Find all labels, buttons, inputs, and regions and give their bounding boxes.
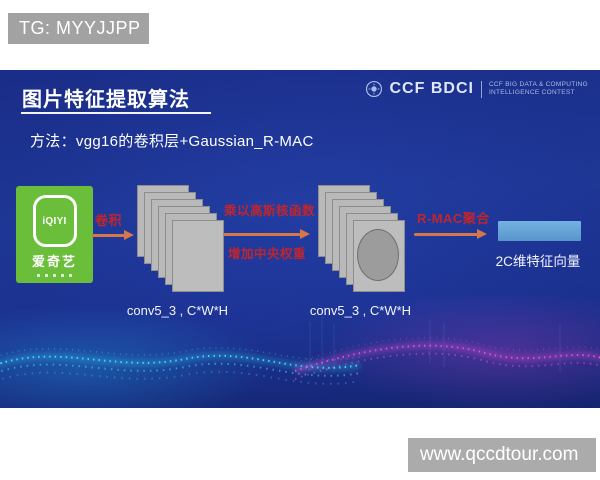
contest-name: CCF BIG DATA & COMPUTING INTELLIGENCE CO… (489, 81, 588, 97)
ccf-emblem-icon (365, 80, 382, 98)
feature-map-stack-1 (137, 185, 227, 295)
rmac-arrow-icon (414, 229, 487, 238)
rmac-arrow-label: R-MAC聚合 (417, 211, 490, 226)
iqiyi-logo: iQIYI 爱奇艺 (16, 186, 93, 283)
feature-vector-bar (498, 221, 581, 241)
iqiyi-fineprint (36, 274, 73, 277)
feature-map-stack-2 (318, 185, 408, 295)
title-underline (21, 112, 211, 114)
watermark-bottom-text: www.qccdtour.com (420, 444, 579, 465)
gauss-label-top: 乘以高斯核函数 (224, 204, 316, 218)
particle-wave-decoration (0, 317, 600, 385)
output-caption: 2C维特征向量 (495, 254, 581, 269)
stack2-caption: conv5_3 , C*W*H (309, 303, 412, 318)
slide-title: 图片特征提取算法 (22, 89, 190, 111)
gauss-arrow-icon (223, 229, 310, 238)
ccf-bdci-wordmark: CCF BDCI (389, 80, 474, 97)
gauss-label-bottom: 增加中央权重 (228, 247, 307, 261)
contest-line1: CCF BIG DATA & COMPUTING (488, 81, 588, 88)
contest-line2: INTELLIGENCE CONTEST (488, 89, 575, 96)
method-line: 方法：vgg16的卷积层+Gaussian_R-MAC (30, 133, 314, 150)
watermark-bottom-banner: www.qccdtour.com (408, 438, 596, 472)
header-logos: CCF BDCI CCF BIG DATA & COMPUTING INTELL… (365, 80, 589, 98)
watermark-top-text: TG: MYYJJPP (19, 18, 141, 38)
conv-arrow-label: 卷积 (95, 213, 123, 228)
presentation-slide: 图片特征提取算法 CCF BDCI CCF BIG DATA & COMPUTI… (0, 70, 600, 408)
gaussian-weight-ellipse (357, 229, 399, 281)
iqiyi-brand-text: iQIYI (42, 215, 67, 227)
watermark-top-banner: TG: MYYJJPP (8, 13, 149, 44)
feature-map-card (172, 220, 224, 292)
conv-arrow-icon (92, 230, 134, 239)
iqiyi-bracket-icon: iQIYI (32, 195, 77, 247)
feature-map-card (353, 220, 405, 292)
logo-divider (480, 80, 482, 98)
iqiyi-brand-cn: 爱奇艺 (31, 254, 77, 269)
stack1-caption: conv5_3 , C*W*H (126, 303, 229, 318)
